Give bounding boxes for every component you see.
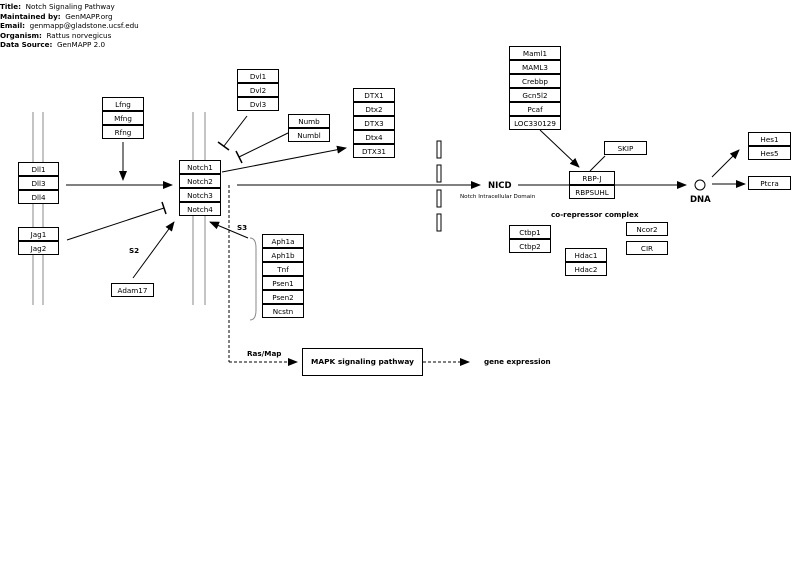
gene-box-dll4[interactable]: Dll4 bbox=[18, 190, 59, 204]
gene-box-jag1[interactable]: Jag1 bbox=[18, 227, 59, 241]
jag-inhibition-line bbox=[66, 207, 165, 241]
nuclear-pore bbox=[436, 213, 442, 232]
gene-box-gcn5l2[interactable]: Gcn5l2 bbox=[509, 88, 561, 102]
numb-inhibition-line bbox=[238, 132, 289, 158]
gene-box-ctbp1[interactable]: Ctbp1 bbox=[509, 225, 551, 239]
header-source-row: Data Source: GenMAPP 2.0 bbox=[0, 40, 106, 49]
header-maintained-row: Maintained by: GenMAPP.org bbox=[0, 11, 113, 21]
gene-box-rfng[interactable]: Rfng bbox=[102, 125, 144, 139]
header-maintained: GenMAPP.org bbox=[65, 11, 113, 21]
gene-box-ncstn[interactable]: Ncstn bbox=[262, 304, 304, 318]
gene-expression-label: gene expression bbox=[484, 357, 551, 366]
gene-box-hes1[interactable]: Hes1 bbox=[748, 132, 791, 146]
nicd-label: NICD bbox=[488, 181, 512, 191]
gene-box-notch3[interactable]: Notch3 bbox=[179, 188, 221, 202]
gene-box-dvl3[interactable]: Dvl3 bbox=[237, 97, 279, 111]
gene-box-hdac2[interactable]: Hdac2 bbox=[565, 262, 607, 276]
adam17-arrow bbox=[132, 221, 175, 279]
gene-box-aph1a[interactable]: Aph1a bbox=[262, 234, 304, 248]
corepressor-label: co-repressor complex bbox=[551, 210, 639, 219]
dna-label: DNA bbox=[690, 195, 711, 205]
gene-box-numbl[interactable]: Numbl bbox=[288, 128, 330, 142]
header-organism-row: Organism: Rattus norvegicus bbox=[0, 30, 112, 40]
s3-label: S3 bbox=[237, 223, 248, 232]
header-title: Notch Signaling Pathway bbox=[25, 2, 115, 11]
mapk-pathway-box[interactable]: MAPK signaling pathway bbox=[302, 348, 423, 376]
gene-box-maml3[interactable]: MAML3 bbox=[509, 60, 561, 74]
numb-inhibition-bar bbox=[235, 150, 243, 164]
gene-box-pcaf[interactable]: Pcaf bbox=[509, 102, 561, 116]
header-source: GenMAPP 2.0 bbox=[56, 40, 106, 49]
gene-box-rbp-j[interactable]: RBP-J bbox=[569, 171, 615, 185]
header-title-row: Title: Notch Signaling Pathway bbox=[0, 2, 115, 11]
gamma-secretase-bracket bbox=[249, 237, 257, 321]
s2-label: S2 bbox=[129, 246, 140, 255]
gene-box-lfng[interactable]: Lfng bbox=[102, 97, 144, 111]
notch-to-dtx-arrow bbox=[221, 145, 347, 173]
gene-box-dtx1[interactable]: DTX1 bbox=[353, 88, 395, 102]
gene-box-hdac1[interactable]: Hdac1 bbox=[565, 248, 607, 262]
jag-inhibition-bar bbox=[161, 201, 167, 215]
gene-box-numb[interactable]: Numb bbox=[288, 114, 330, 128]
gene-box-rbpsuhl[interactable]: RBPSUHL bbox=[569, 185, 615, 199]
gene-box-dvl1[interactable]: Dvl1 bbox=[237, 69, 279, 83]
gene-box-ctbp2[interactable]: Ctbp2 bbox=[509, 239, 551, 253]
gene-box-maml1[interactable]: Maml1 bbox=[509, 46, 561, 60]
header-email-row: Email: genmapp@gladstone.ucsf.edu bbox=[0, 21, 139, 30]
gene-box-psen1[interactable]: Psen1 bbox=[262, 276, 304, 290]
gene-box-skip[interactable]: SKIP bbox=[604, 141, 647, 155]
dna-to-hes-arrow bbox=[711, 149, 740, 178]
gene-box-dll1[interactable]: Dll1 bbox=[18, 162, 59, 176]
rasmap-label: Ras/Map bbox=[247, 349, 282, 358]
gene-box-loc330129[interactable]: LOC330129 bbox=[509, 116, 561, 130]
gene-box-notch1[interactable]: Notch1 bbox=[179, 160, 221, 174]
header-block: Title: Notch Signaling Pathway Maintaine… bbox=[0, 2, 139, 50]
gene-box-dvl2[interactable]: Dvl2 bbox=[237, 83, 279, 97]
header-email: genmapp@gladstone.ucsf.edu bbox=[29, 21, 139, 30]
nuclear-pore bbox=[436, 189, 442, 208]
gene-box-dtx31[interactable]: DTX31 bbox=[353, 144, 395, 158]
gene-box-aph1b[interactable]: Aph1b bbox=[262, 248, 304, 262]
gene-box-dtx4[interactable]: Dtx4 bbox=[353, 130, 395, 144]
gene-box-notch2[interactable]: Notch2 bbox=[179, 174, 221, 188]
gene-box-hes5[interactable]: Hes5 bbox=[748, 146, 791, 160]
gene-box-crebbp[interactable]: Crebbp bbox=[509, 74, 561, 88]
gene-box-cir[interactable]: CIR bbox=[626, 241, 668, 255]
skip-link bbox=[589, 155, 606, 172]
gene-box-ptcra[interactable]: Ptcra bbox=[748, 176, 791, 190]
gene-box-dll3[interactable]: Dll3 bbox=[18, 176, 59, 190]
nuclear-pore bbox=[436, 140, 442, 159]
dvl-inhibition-bar bbox=[217, 141, 230, 151]
gene-box-tnf[interactable]: Tnf bbox=[262, 262, 304, 276]
nuclear-pore bbox=[436, 164, 442, 183]
dvl-inhibition-line bbox=[223, 115, 248, 147]
nicd-subtitle: Notch Intracellular Domain bbox=[460, 194, 536, 200]
gene-box-ncor2[interactable]: Ncor2 bbox=[626, 222, 668, 236]
gene-box-dtx3[interactable]: DTX3 bbox=[353, 116, 395, 130]
gene-box-notch4[interactable]: Notch4 bbox=[179, 202, 221, 216]
maml-arrow bbox=[539, 129, 580, 168]
gene-box-mfng[interactable]: Mfng bbox=[102, 111, 144, 125]
gene-box-jag2[interactable]: Jag2 bbox=[18, 241, 59, 255]
gene-box-dtx2[interactable]: Dtx2 bbox=[353, 102, 395, 116]
header-organism: Rattus norvegicus bbox=[46, 30, 112, 40]
gene-box-adam17[interactable]: Adam17 bbox=[111, 283, 154, 297]
dna-node bbox=[694, 179, 706, 191]
gene-box-psen2[interactable]: Psen2 bbox=[262, 290, 304, 304]
